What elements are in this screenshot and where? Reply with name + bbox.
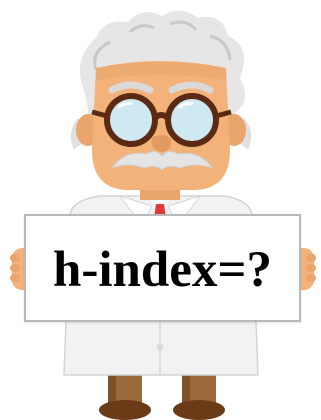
- nose: [151, 135, 171, 152]
- shoes: [99, 400, 225, 420]
- sign-text: h-index=?: [53, 241, 272, 298]
- glasses-icon: [91, 93, 232, 147]
- mustache: [110, 150, 214, 171]
- sign-board: h-index=?: [24, 214, 301, 322]
- left-eyebrow: [108, 81, 154, 94]
- right-eyebrow: [168, 81, 214, 94]
